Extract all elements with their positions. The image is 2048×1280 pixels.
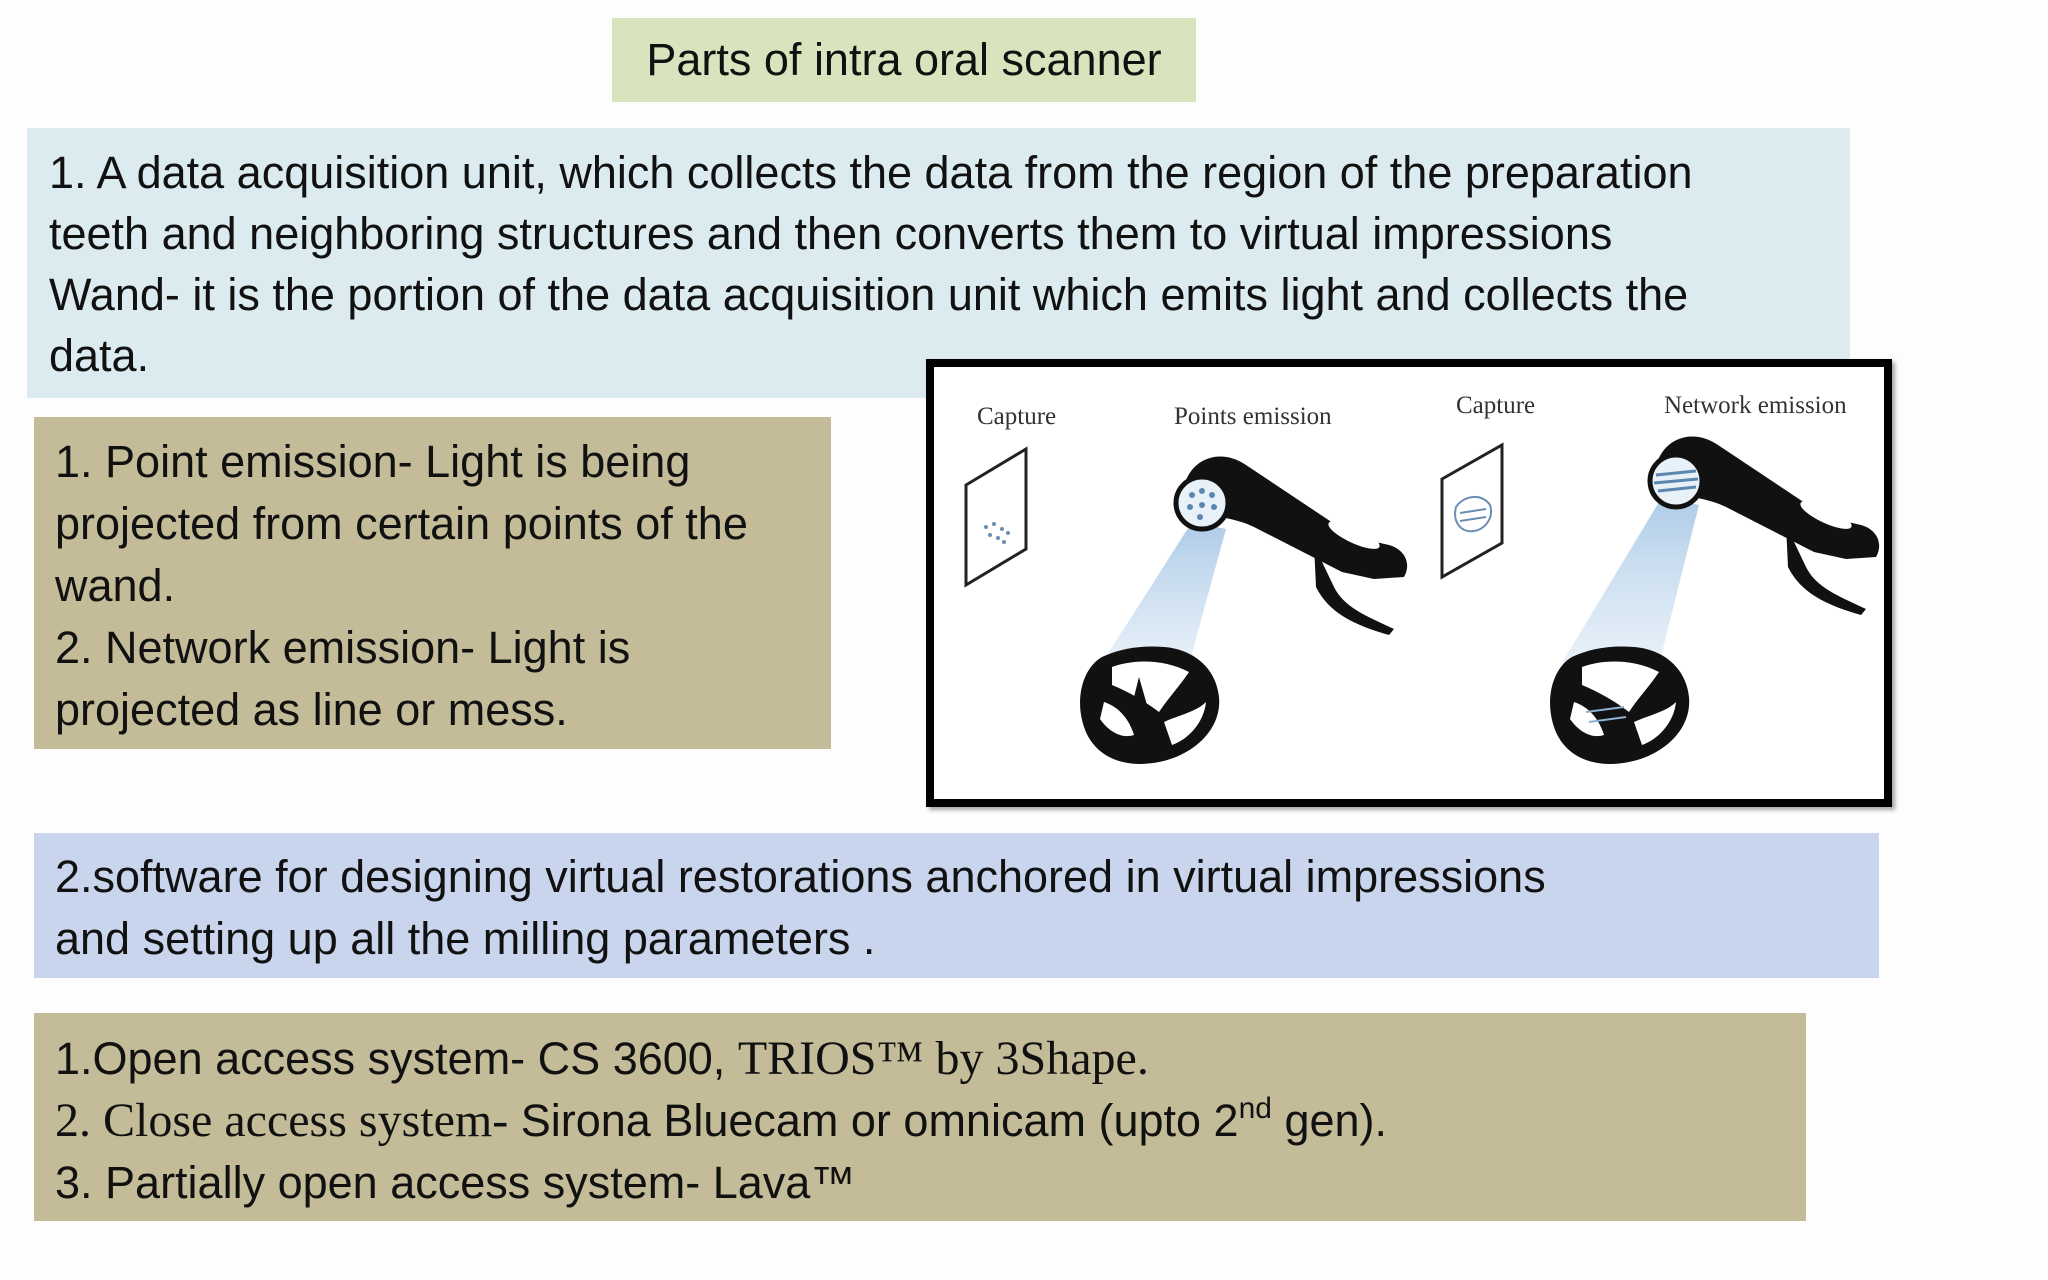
capture-label-2: Capture <box>1456 392 1536 419</box>
text-line: teeth and neighboring structures and the… <box>49 208 1613 259</box>
text-line: Wand- it is the portion of the data acqu… <box>49 269 1689 320</box>
text-line: 1. A data acquisition unit, which collec… <box>49 147 1693 198</box>
access-systems-section: 1.Open access system- CS 3600, TRIOS™ by… <box>34 1013 1806 1221</box>
ordinal-suffix: nd <box>1238 1092 1272 1125</box>
capture-card-icon <box>964 446 1028 588</box>
network-emission-label: Network emission <box>1664 392 1847 419</box>
page-title: Parts of intra oral scanner <box>612 18 1196 102</box>
emission-diagram: Capture Points emission Capture Network … <box>926 359 1892 807</box>
light-beam-icon <box>1562 497 1699 692</box>
scanner-wand-icon <box>1173 456 1408 635</box>
text-line: data. <box>49 330 150 381</box>
page-title-text: Parts of intra oral scanner <box>646 34 1162 85</box>
tooth-model-icon <box>1080 646 1220 764</box>
close-access-line: 2. Close access system- Sirona Bluecam o… <box>55 1090 1786 1152</box>
capture-label-1: Capture <box>977 403 1057 430</box>
text-line: projected from certain points of the <box>55 498 748 549</box>
scanner-wand-icon <box>1647 436 1880 615</box>
text-line: wand. <box>55 560 176 611</box>
diagram-illustration <box>964 436 1880 764</box>
trios-text: TRIOS™ by 3Shape. <box>737 1032 1149 1085</box>
open-access-text: 1.Open access system- CS 3600, <box>55 1033 738 1084</box>
text-line: 1. Point emission- Light is being <box>55 436 691 487</box>
open-access-line: 1.Open access system- CS 3600, TRIOS™ by… <box>55 1028 1786 1090</box>
gen-text: gen). <box>1271 1095 1388 1146</box>
points-emission-label: Points emission <box>1174 403 1332 430</box>
capture-card-icon <box>1440 442 1504 580</box>
software-section: 2.software for designing virtual restora… <box>34 833 1879 978</box>
text-line: and setting up all the milling parameter… <box>55 913 876 964</box>
text-line: 2.software for designing virtual restora… <box>55 851 1546 902</box>
text-line: projected as line or mess. <box>55 684 568 735</box>
emission-types-section: 1. Point emission- Light is being projec… <box>34 417 831 749</box>
tooth-model-icon <box>1550 646 1690 764</box>
data-acquisition-section: 1. A data acquisition unit, which collec… <box>27 128 1850 398</box>
sirona-text: Sirona Bluecam or omnicam (upto 2 <box>508 1095 1239 1146</box>
close-access-text: 2. Close access system- <box>55 1094 509 1147</box>
text-line: 2. Network emission- Light is <box>55 622 631 673</box>
partial-access-line: 3. Partially open access system- Lava™ <box>55 1157 856 1208</box>
